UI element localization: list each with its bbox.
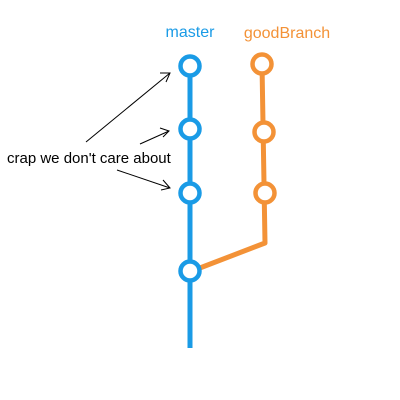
arrow-to-commit-1 <box>85 72 171 143</box>
good-branch-commit-node <box>252 120 276 144</box>
master-commits <box>178 54 202 283</box>
merge-base-commit-node <box>178 259 202 283</box>
arrow-to-commit-2 <box>139 130 170 145</box>
annotation-arrows <box>85 72 171 191</box>
arrow-head-icon <box>160 72 171 83</box>
master-commit-node <box>178 181 202 205</box>
good-branch-commit-node <box>253 181 277 205</box>
branch-labels: master goodBranch <box>166 24 331 42</box>
good-branch-commits <box>250 52 277 205</box>
arrow-to-commit-3 <box>116 169 171 189</box>
good-branch-line <box>191 63 268 274</box>
master-commit-node <box>178 117 202 141</box>
branch-lines <box>187 63 268 348</box>
good-branch-label: goodBranch <box>244 25 330 42</box>
arrow-head-icon <box>160 179 171 191</box>
master-branch-label: master <box>166 24 216 41</box>
master-commit-node <box>178 54 202 78</box>
annotation: crap we don't care about <box>7 72 172 191</box>
good-branch-commit-node <box>250 52 274 76</box>
arrow-head-icon <box>159 127 170 138</box>
annotation-text: crap we don't care about <box>7 150 172 167</box>
